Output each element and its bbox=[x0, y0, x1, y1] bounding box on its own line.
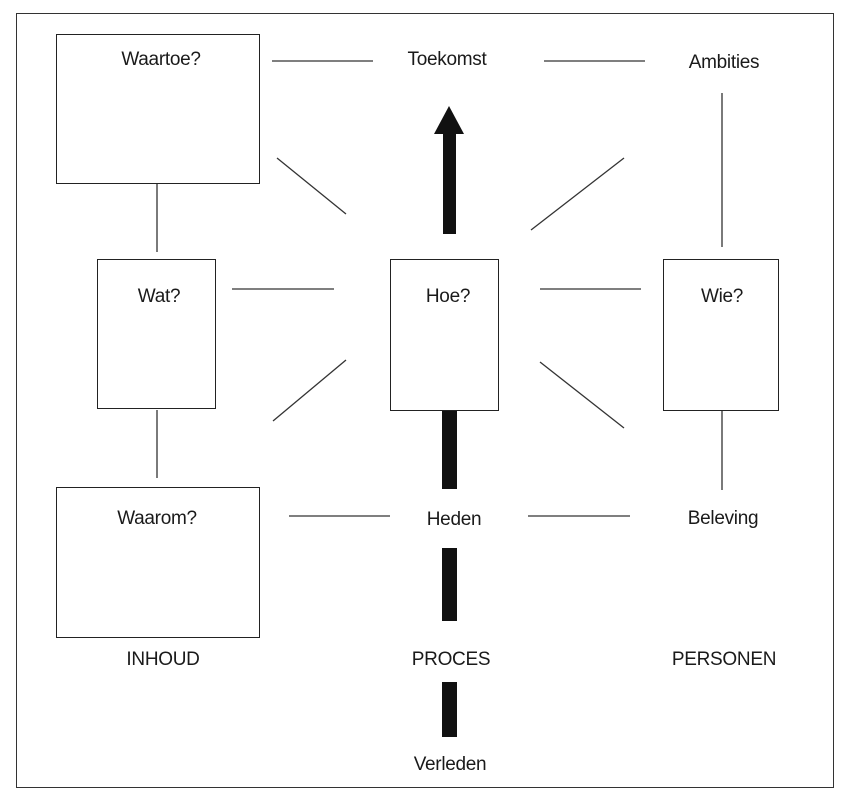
wie-label: Wie? bbox=[700, 286, 744, 307]
arrow-segment-middle bbox=[442, 411, 457, 489]
waarom-label: Waarom? bbox=[117, 508, 197, 529]
box-waartoe bbox=[56, 34, 260, 184]
ambities-label: Ambities bbox=[688, 52, 760, 73]
heden-label: Heden bbox=[426, 509, 482, 530]
toekomst-label: Toekomst bbox=[407, 49, 487, 70]
arrow-segment-lower bbox=[442, 548, 457, 621]
box-wie bbox=[663, 259, 779, 411]
diag-ambities-hoe bbox=[530, 157, 625, 231]
waartoe-label: Waartoe? bbox=[121, 49, 201, 70]
diagram-frame bbox=[16, 13, 834, 788]
column-proces: PROCES bbox=[411, 649, 491, 670]
box-hoe bbox=[390, 259, 499, 411]
box-wat bbox=[97, 259, 216, 409]
arrow-head-icon bbox=[434, 106, 464, 134]
box-waarom bbox=[56, 487, 260, 638]
diag-wie-hoe bbox=[539, 361, 625, 429]
beleving-label: Beleving bbox=[687, 508, 759, 529]
column-personen: PERSONEN bbox=[671, 649, 777, 670]
diag-waartoe-hoe bbox=[276, 157, 347, 215]
column-inhoud: INHOUD bbox=[126, 649, 200, 670]
arrow-segment-bottom bbox=[442, 682, 457, 737]
verleden-label: Verleden bbox=[413, 754, 487, 775]
arrow-shaft-top bbox=[443, 132, 456, 234]
hoe-label: Hoe? bbox=[425, 286, 471, 307]
wat-label: Wat? bbox=[137, 286, 181, 307]
diag-wat-hoe bbox=[272, 359, 347, 422]
